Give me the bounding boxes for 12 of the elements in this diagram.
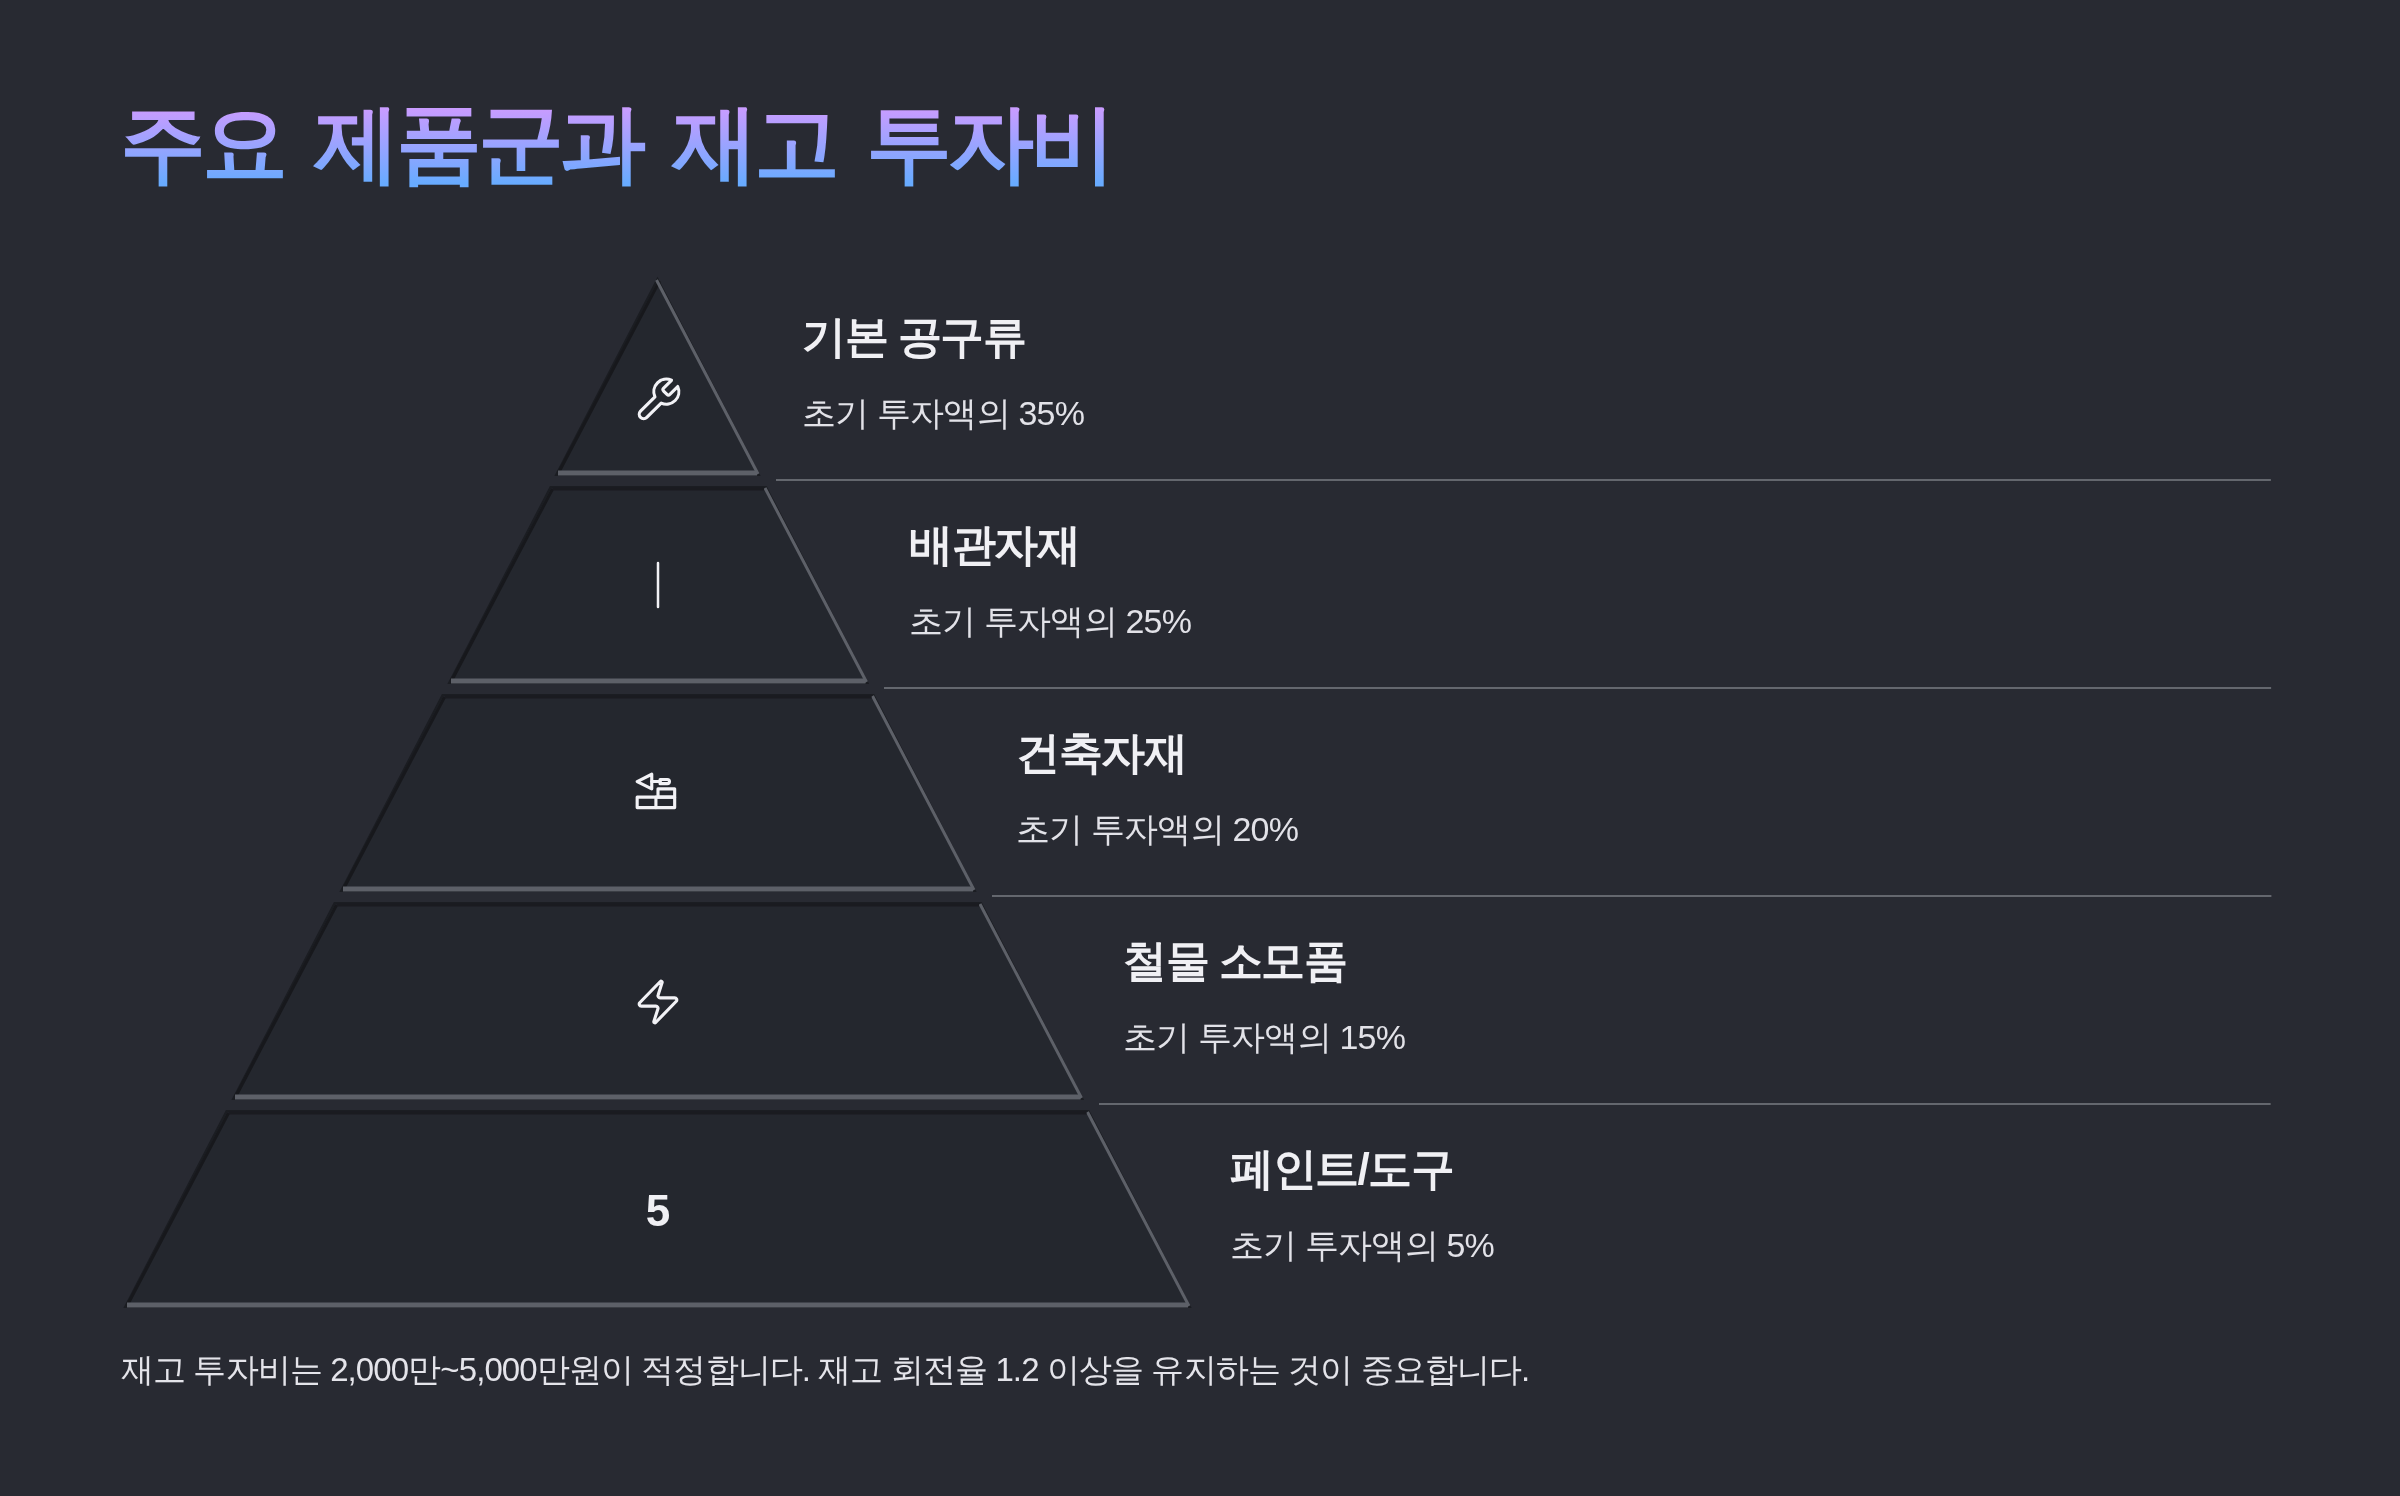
layer-description: 초기 투자액의 25%	[909, 601, 1192, 641]
layer-title: 건축자재	[1016, 727, 1186, 779]
layer-title: 배관자재	[909, 519, 1079, 571]
layer-description: 초기 투자액의 35%	[802, 393, 1085, 433]
layer-title: 기본 공구류	[802, 311, 1026, 363]
layer-title: 철물 소모품	[1123, 935, 1347, 987]
caption-text: 재고 투자비는 2,000만~5,000만원이 적정합니다. 재고 회전율 1.2 이상을 유지하는 것이 중요합니다.	[121, 1350, 1530, 1390]
layer-description: 초기 투자액의 15%	[1123, 1017, 1406, 1057]
layer-title: 페인트/도구	[1230, 1143, 1454, 1195]
layer-number: 5	[645, 1185, 671, 1237]
layer-description: 초기 투자액의 20%	[1016, 809, 1299, 849]
layer-description: 초기 투자액의 5%	[1230, 1225, 1495, 1265]
